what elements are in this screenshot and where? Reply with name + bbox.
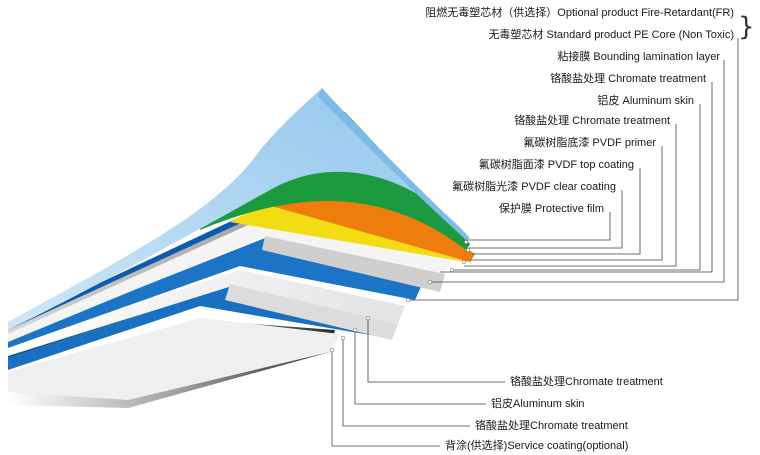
- label-chromate-lower-1: 铬酸盐处理Chromate treatment: [510, 374, 663, 388]
- leader-aluminum-lower: [354, 330, 486, 405]
- upper-light-sheet-front: [262, 236, 445, 292]
- bottom-label-group: 铬酸盐处理Chromate treatment 铝皮Aluminum skin …: [445, 374, 663, 452]
- marker-dot: [462, 260, 467, 265]
- label-protective-film: 保护膜 Protective film: [499, 201, 604, 215]
- marker-dot: [406, 298, 411, 303]
- marker-dot: [366, 316, 371, 321]
- leader-aluminum-upper: [452, 104, 701, 271]
- leader-chromate-lower-1: [367, 318, 505, 383]
- leader-chromate-upper-1: [440, 82, 713, 273]
- leader-protective-film: [466, 212, 611, 241]
- leader-bonding: [430, 60, 725, 283]
- leader-service-coating: [331, 350, 440, 447]
- marker-dot: [466, 247, 471, 252]
- marker-dot: [341, 336, 346, 341]
- marker-dot: [464, 239, 469, 244]
- brace-symbol: }: [738, 12, 755, 42]
- leader-chromate-upper-2: [464, 124, 677, 267]
- label-chromate-upper-1: 铬酸盐处理 Chromate treatment: [550, 71, 706, 85]
- top-label-group: 阻燃无毒塑芯材（供选择）Optional product Fire-Retard…: [425, 5, 754, 215]
- label-pvdf-clear: 氟碳树脂光漆 PVDF clear coating: [452, 179, 616, 193]
- middle-blue-band: [8, 238, 425, 348]
- marker-dot: [450, 268, 455, 273]
- leader-pvdf-primer: [470, 146, 663, 261]
- label-chromate-lower-2: 铬酸盐处理Chromate treatment: [475, 418, 628, 432]
- middle-white-sheet-front: [225, 284, 398, 340]
- label-service-coating: 背涂(供选择)Service coating(optional): [445, 438, 628, 452]
- protective-film-layer: [8, 88, 470, 330]
- label-aluminum-lower: 铝皮Aluminum skin: [491, 396, 585, 410]
- green-coating-layer: [200, 112, 470, 250]
- protective-film-highlight: [318, 88, 470, 240]
- lower-aluminum-sheet: [8, 318, 340, 400]
- middle-white-sheet: [8, 270, 405, 356]
- marker-dot: [428, 280, 433, 285]
- layer-stack-illustration: [8, 88, 475, 408]
- leader-lines: [330, 38, 739, 447]
- label-bonding-layer: 粘接膜 Bounding lamination layer: [557, 49, 720, 63]
- marker-dot: [330, 348, 335, 353]
- label-chromate-upper-2: 铬酸盐处理 Chromate treatment: [514, 113, 670, 127]
- marker-dot: [353, 328, 358, 333]
- leader-pvdf-top: [472, 168, 641, 255]
- label-aluminum-upper: 铝皮 Aluminum skin: [597, 93, 694, 107]
- label-pvdf-primer: 氟碳树脂底漆 PVDF primer: [523, 135, 656, 149]
- label-pvdf-top: 氟碳树脂面漆 PVDF top coating: [479, 157, 634, 171]
- label-pe-core: 无毒塑芯材 Standard product PE Core (Non Toxi…: [488, 27, 734, 41]
- leader-pe-core: [408, 38, 739, 301]
- leader-chromate-lower-2: [342, 338, 470, 427]
- label-fr-core: 阻燃无毒塑芯材（供选择）Optional product Fire-Retard…: [425, 5, 734, 19]
- leader-pvdf-clear: [468, 190, 623, 249]
